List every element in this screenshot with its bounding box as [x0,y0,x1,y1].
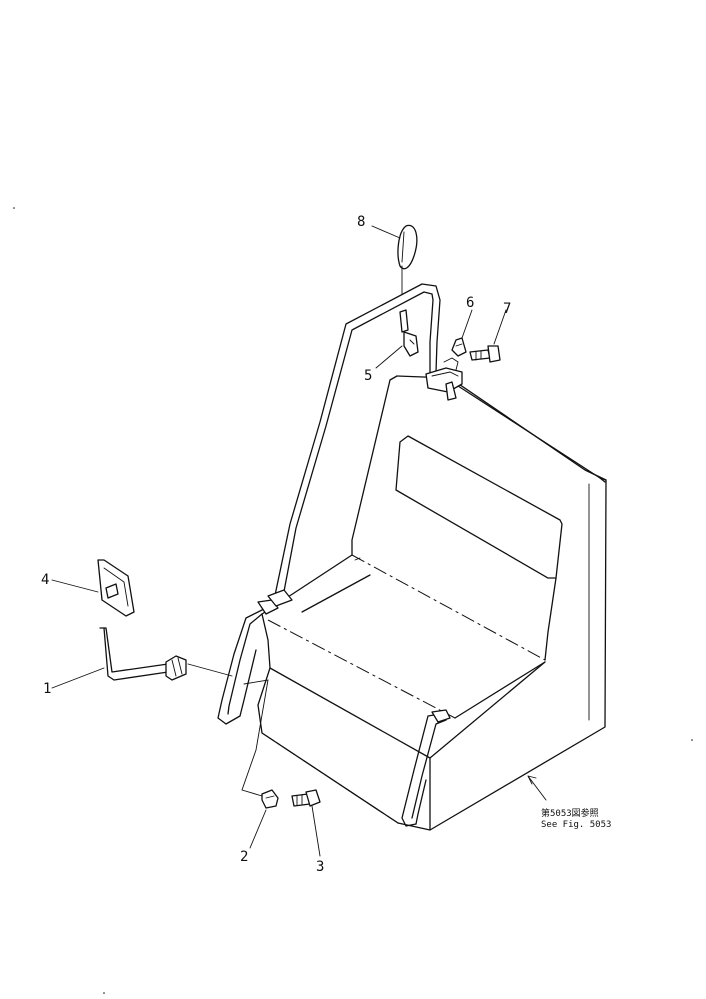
part-2-3-leaders [241,679,269,797]
callout-4: 4 [41,572,49,588]
callout-leaders [51,225,547,857]
left-handrail [217,599,279,725]
callout-7: 7 [503,301,511,317]
part-4-rect-mirror [97,559,135,617]
reference-note-jp: 第5053図参照 [541,807,599,819]
part-1-l-stay [99,627,233,681]
part-3-bolt [291,789,321,807]
roof-mount-bracket [425,357,463,401]
scan-specks [13,207,693,994]
callout-3: 3 [316,859,324,875]
callout-6: 6 [466,295,474,311]
callout-2: 2 [240,849,248,865]
mirror-stay-left [267,283,441,607]
part-8-round-mirror [397,224,418,295]
cab-body [257,375,607,831]
callout-1: 1 [43,681,51,697]
callout-8: 8 [357,214,365,230]
reference-note-en: See Fig. 5053 [541,820,611,830]
part-2-clamp [261,789,279,809]
part-6-clamp [451,337,467,357]
part-5-stay [399,309,419,357]
part-7-bolt [469,345,501,363]
right-handrail [401,709,451,827]
callout-5: 5 [364,368,372,384]
